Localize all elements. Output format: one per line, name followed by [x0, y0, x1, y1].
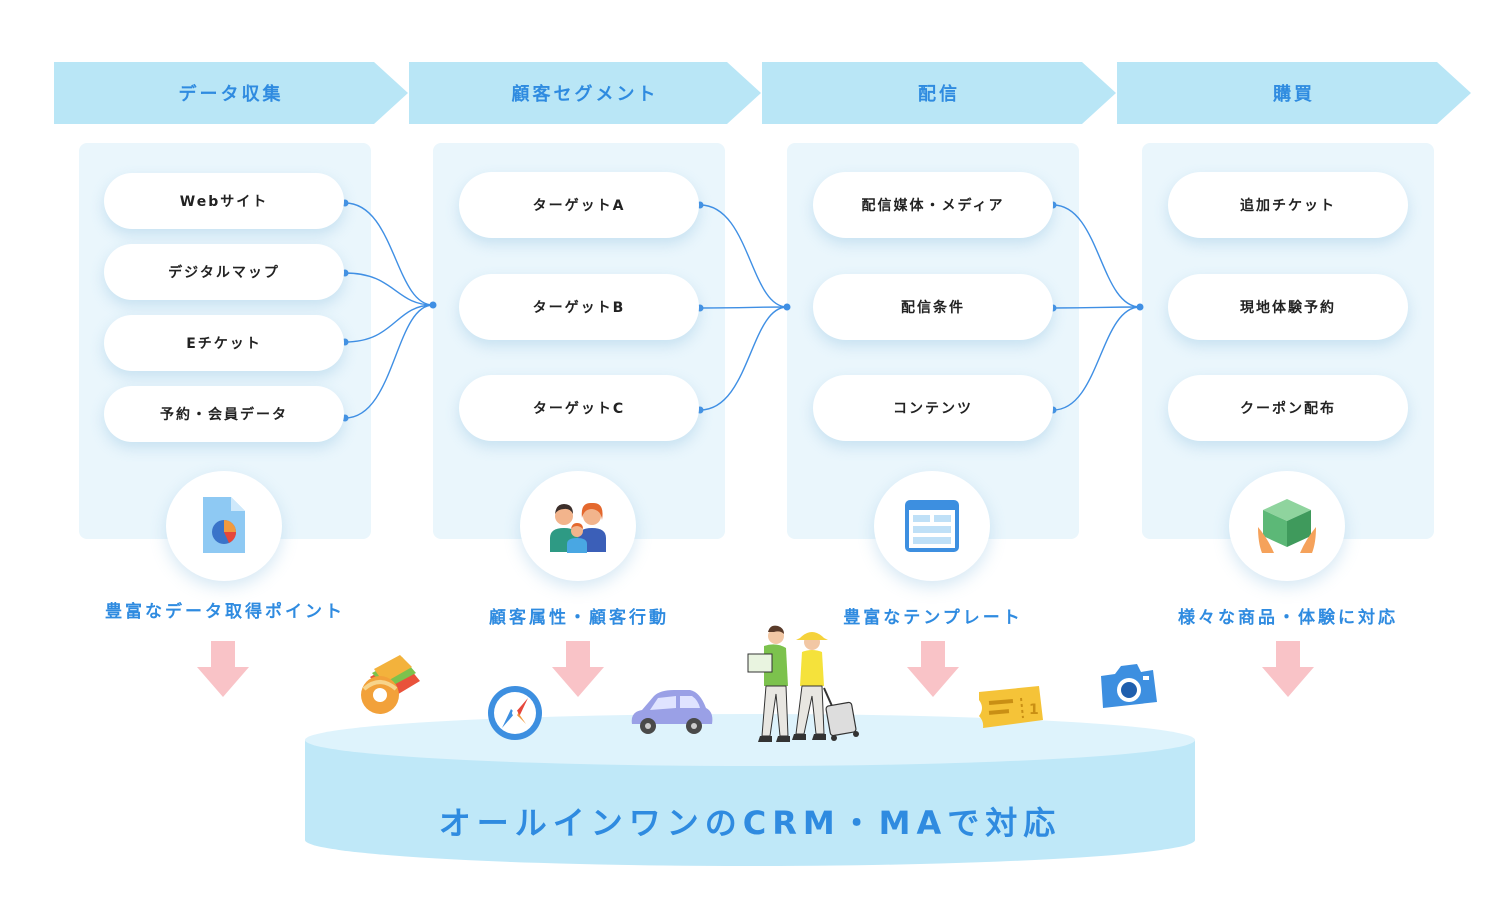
- stage-purchase: 購買: [1117, 62, 1471, 124]
- down-arrow: [907, 641, 959, 697]
- connector-line: [699, 306, 788, 309]
- item-reservation-member-data: 予約・会員データ: [104, 386, 344, 442]
- gift-box-icon: [1258, 499, 1316, 553]
- item-target-c: ターゲットC: [459, 375, 699, 441]
- stage-label: 顧客セグメント: [511, 84, 659, 105]
- item-coupon-distribution: クーポン配布: [1168, 375, 1408, 441]
- connector-line: [1052, 204, 1141, 308]
- connector-line: [344, 304, 434, 343]
- item-additional-ticket: 追加チケット: [1168, 172, 1408, 238]
- stage-customer-segment: 顧客セグメント: [409, 62, 761, 124]
- item-label: コンテンツ: [893, 401, 973, 417]
- item-label: ターゲットC: [532, 401, 626, 417]
- item-target-a: ターゲットA: [459, 172, 699, 238]
- stage-label: データ収集: [178, 84, 284, 105]
- stage-delivery: 配信: [762, 62, 1116, 124]
- gift-box-icon-badge: [1229, 471, 1345, 581]
- svg-text:1: 1: [1029, 702, 1039, 718]
- family-icon-badge: [520, 471, 636, 581]
- caption-purchase: 様々な商品・体験に対応: [1178, 608, 1398, 628]
- connector-line: [699, 204, 788, 308]
- down-arrow: [197, 641, 249, 697]
- item-label: 予約・会員データ: [160, 407, 288, 423]
- family-icon: [550, 502, 606, 553]
- sandwich-donut-icon: [361, 655, 420, 714]
- connector-line: [344, 272, 434, 306]
- caption-delivery: 豊富なテンプレート: [843, 608, 1023, 628]
- item-label: 現地体験予約: [1240, 300, 1336, 316]
- item-label: ターゲットA: [532, 198, 626, 214]
- template-window-icon: [905, 500, 959, 552]
- item-label: ターゲットB: [532, 300, 626, 316]
- connector-line: [1052, 306, 1141, 411]
- connector-dot: [429, 301, 437, 309]
- travelers-icon: [747, 625, 859, 742]
- item-e-ticket: Eチケット: [104, 315, 344, 371]
- item-label: デジタルマップ: [168, 265, 280, 281]
- item-digital-map: デジタルマップ: [104, 244, 344, 300]
- stage-data-collection: データ収集: [54, 62, 408, 124]
- item-delivery-media: 配信媒体・メディア: [813, 172, 1053, 238]
- down-arrow: [1262, 641, 1314, 697]
- camera-icon: [1101, 664, 1157, 708]
- compass-icon: [488, 686, 542, 740]
- item-label: Webサイト: [179, 194, 269, 210]
- ticket-icon: 1: [979, 686, 1043, 728]
- item-target-b: ターゲットB: [459, 274, 699, 340]
- item-contents: コンテンツ: [813, 375, 1053, 441]
- connector-line: [344, 304, 434, 419]
- document-chart-icon-badge: [166, 471, 282, 581]
- stage-label: 購買: [1273, 84, 1315, 105]
- car-icon: [631, 690, 713, 734]
- caption-data-collection: 豊富なデータ取得ポイント: [105, 602, 345, 622]
- connector-dot: [783, 303, 791, 311]
- item-label: クーポン配布: [1240, 401, 1336, 417]
- stage-label: 配信: [918, 84, 960, 105]
- item-label: 配信条件: [901, 300, 965, 316]
- connector-dot: [1136, 303, 1144, 311]
- item-label: 追加チケット: [1240, 198, 1336, 214]
- caption-customer-segment: 顧客属性・顧客行動: [489, 608, 669, 628]
- connector-line: [1052, 306, 1141, 309]
- down-arrow: [552, 641, 604, 697]
- item-label: 配信媒体・メディア: [861, 198, 1005, 214]
- connector-line: [344, 202, 434, 306]
- item-website: Webサイト: [104, 173, 344, 229]
- item-local-experience-booking: 現地体験予約: [1168, 274, 1408, 340]
- item-delivery-conditions: 配信条件: [813, 274, 1053, 340]
- item-label: Eチケット: [186, 336, 262, 352]
- platform-title: オールインワンのCRM・MAで対応: [438, 804, 1062, 842]
- connector-line: [699, 306, 788, 411]
- template-window-icon-badge: [874, 471, 990, 581]
- document-chart-icon: [203, 497, 245, 553]
